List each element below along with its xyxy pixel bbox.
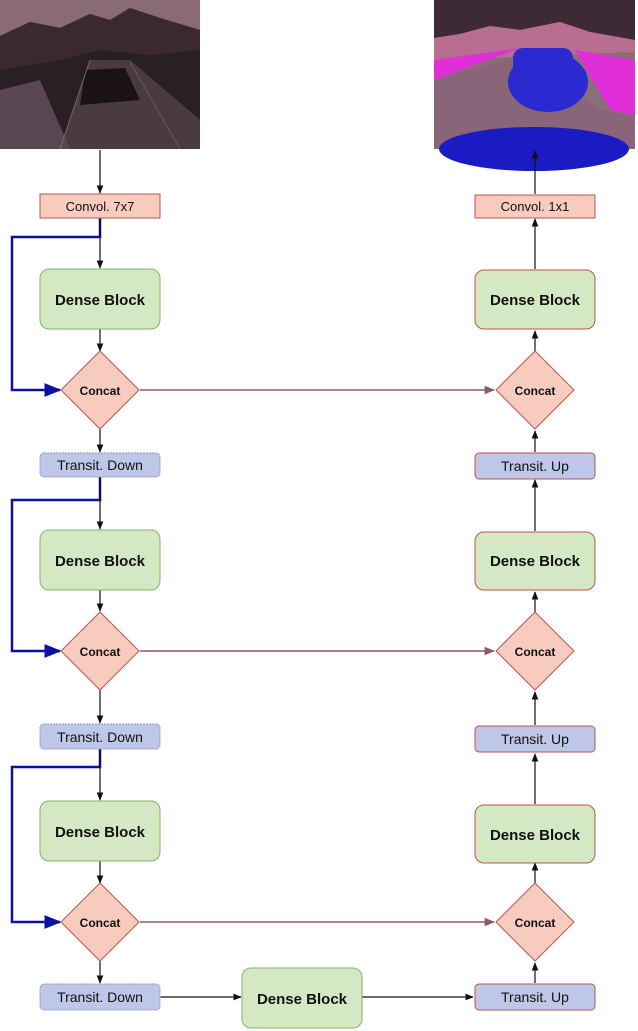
dense-block-right-1: Dense Block [474, 269, 596, 330]
input-image [0, 0, 200, 150]
concat-right-3: Concat [495, 882, 575, 962]
dense-block-label: Dense Block [55, 292, 146, 309]
transition-down-label: Transit. Down [57, 457, 143, 473]
dense-block-label: Dense Block [55, 824, 146, 841]
flow-arrows [96, 150, 539, 1001]
dense-block-label: Dense Block [490, 827, 581, 844]
conv-1x1-label: Convol. 1x1 [501, 199, 570, 214]
dense-block-label: Dense Block [257, 991, 348, 1008]
transition-up-label: Transit. Up [501, 458, 569, 474]
conv-1x1-node: Convol. 1x1 [474, 194, 596, 219]
dense-block-right-2: Dense Block [474, 531, 596, 591]
concat-left-1: Concat [60, 350, 140, 430]
concat-label: Concat [515, 645, 556, 659]
transition-up-2: Transit. Up [474, 725, 596, 753]
concat-right-2: Concat [495, 611, 575, 691]
dense-block-label: Dense Block [490, 553, 581, 570]
transition-down-label: Transit. Down [57, 989, 143, 1005]
conv-7x7-node: Convol. 7x7 [39, 193, 161, 219]
concat-left-3: Concat [60, 882, 140, 962]
dense-block-left-2: Dense Block [39, 529, 161, 591]
dense-block-label: Dense Block [55, 553, 146, 570]
concat-label: Concat [80, 916, 121, 930]
dense-block-left-1: Dense Block [39, 268, 161, 330]
concat-label: Concat [515, 384, 556, 398]
output-image [434, 0, 635, 171]
transition-up-1: Transit. Up [474, 983, 596, 1011]
skip-connections-mauve [140, 385, 496, 927]
transition-up-label: Transit. Up [501, 989, 569, 1005]
transition-up-3: Transit. Up [474, 452, 596, 480]
concat-label: Concat [515, 916, 556, 930]
dense-block-label: Dense Block [490, 292, 581, 309]
concat-right-1: Concat [495, 350, 575, 430]
transition-up-label: Transit. Up [501, 731, 569, 747]
dense-block-right-3: Dense Block [474, 804, 596, 864]
conv-7x7-label: Convol. 7x7 [66, 199, 135, 214]
dense-block-bottleneck: Dense Block [241, 967, 363, 1029]
concat-label: Concat [80, 645, 121, 659]
dense-block-left-3: Dense Block [39, 800, 161, 862]
transition-down-2: Transit. Down [39, 723, 161, 750]
concat-label: Concat [80, 384, 121, 398]
transition-down-label: Transit. Down [57, 729, 143, 745]
concat-left-2: Concat [60, 611, 140, 691]
transition-down-3: Transit. Down [39, 983, 161, 1011]
transition-down-1: Transit. Down [39, 452, 161, 478]
